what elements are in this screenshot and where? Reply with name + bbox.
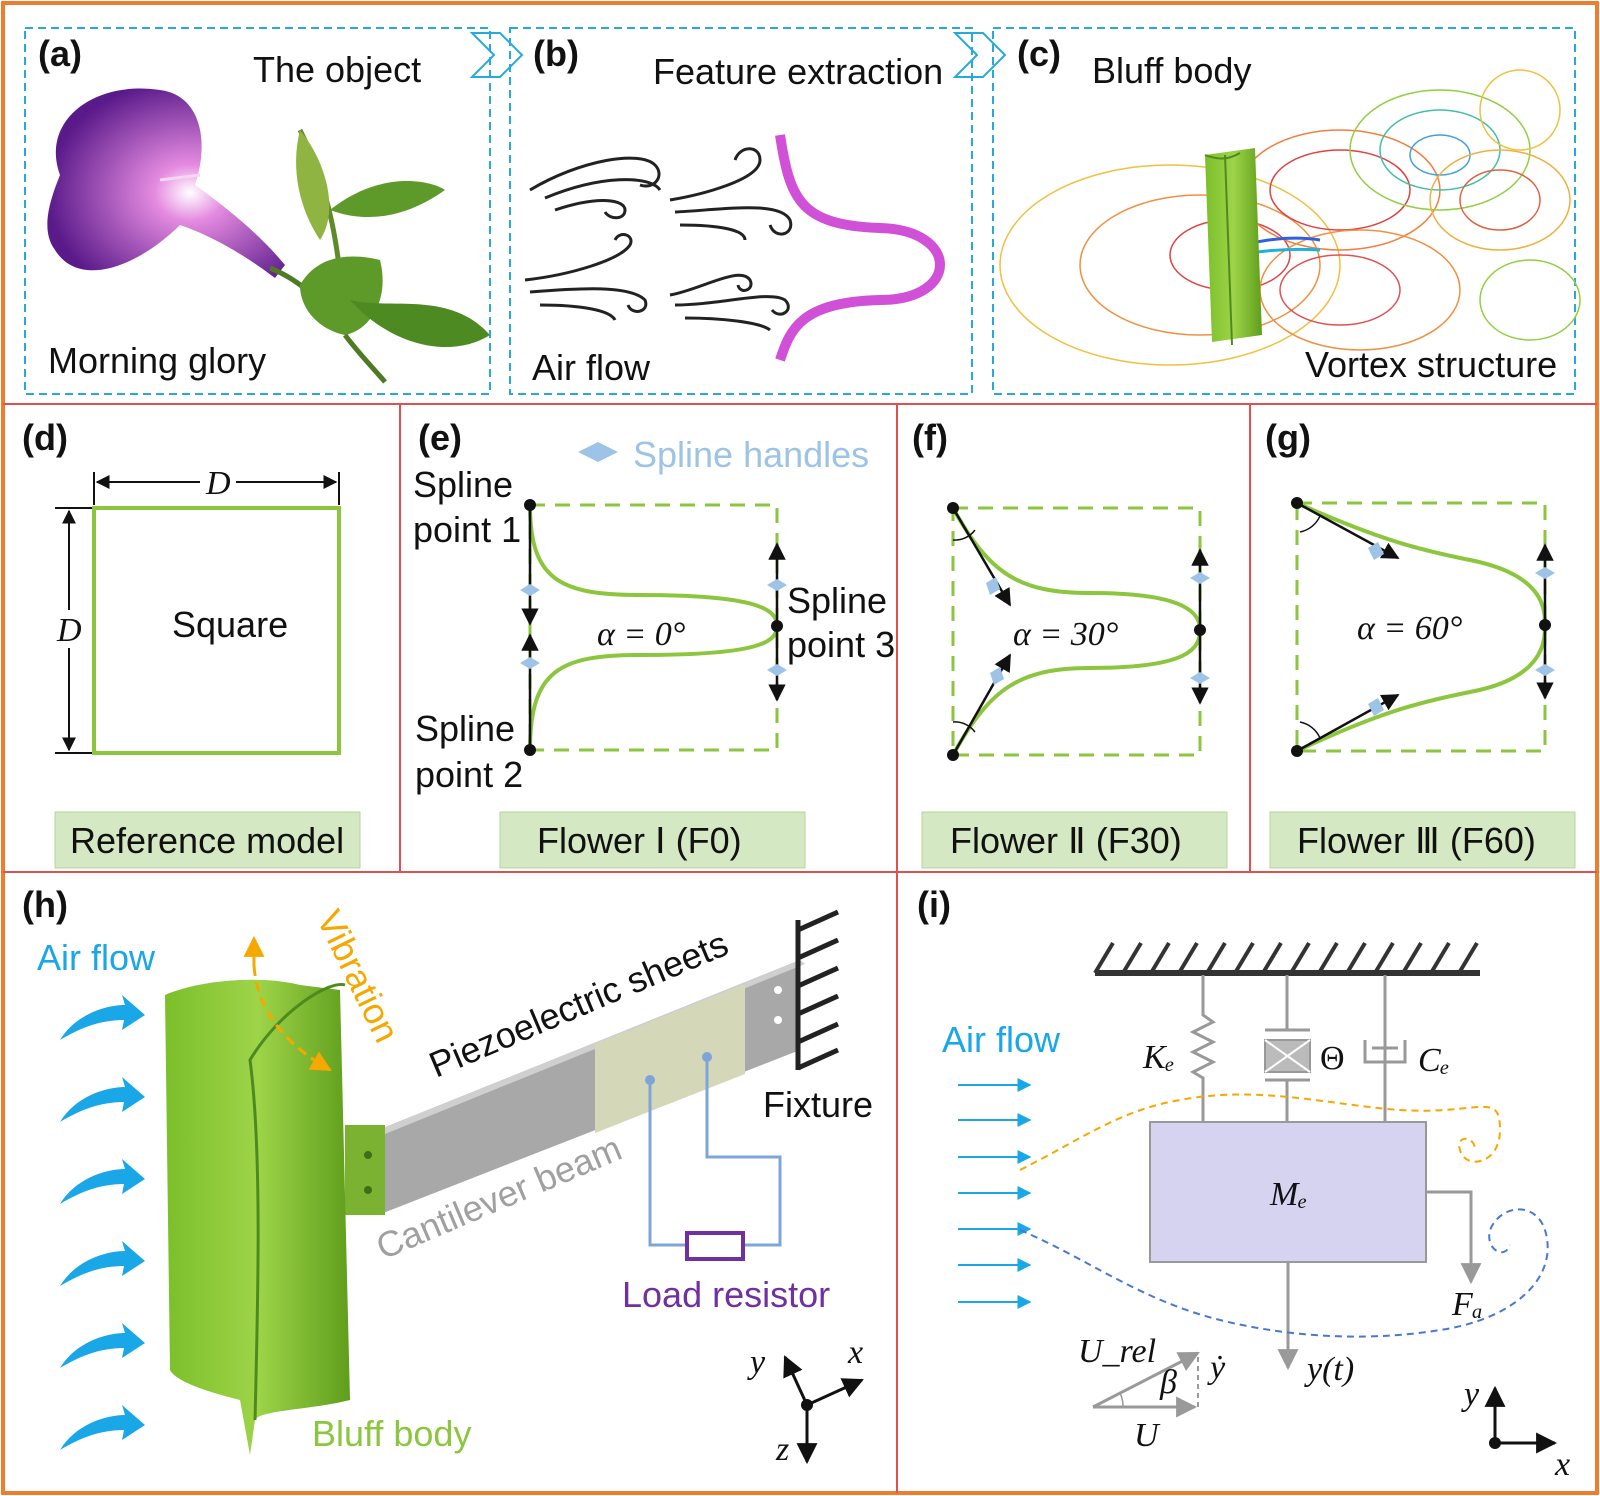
spring-icon: [1189, 975, 1217, 1122]
axis-y-h: y: [747, 1344, 766, 1381]
ground-icon: [1093, 941, 1480, 976]
bluff-body-3d: [1204, 148, 1262, 346]
bluff-body-label: Bluff body: [312, 1413, 471, 1454]
displacement-label: y(t): [1304, 1351, 1354, 1388]
resistor-label: Load resistor: [622, 1274, 830, 1315]
chevron-right-icon: [469, 32, 524, 78]
flower-2-label: Flower Ⅱ (F30): [950, 820, 1182, 861]
reference-model-label: Reference model: [70, 820, 344, 861]
damper-icon: [1363, 975, 1407, 1122]
spline-handles-legend: Spline handles: [633, 434, 869, 475]
square-label: Square: [172, 604, 288, 645]
spline-handle-legend-icon: [578, 442, 618, 462]
spline-point-2-line2: point 2: [415, 754, 523, 795]
freestream-label: U: [1134, 1417, 1161, 1454]
bluff-body-h: [165, 979, 385, 1455]
fixture-label: Fixture: [763, 1084, 873, 1125]
wake-upper: [1019, 1093, 1502, 1171]
panel-c-border: [992, 27, 1576, 395]
panel-b-tag: (b): [533, 33, 579, 74]
aero-force-label: Fₐ: [1451, 1286, 1483, 1323]
spline-point-3-line1: Spline: [787, 580, 887, 621]
flower-2-box: [921, 811, 1228, 869]
stiffness-label: Kₑ: [1142, 1039, 1175, 1076]
piezoelectric-sheet: [595, 984, 745, 1133]
chevron-right-icon: [952, 32, 1007, 78]
panel-f-tag: (f): [912, 417, 948, 458]
axis-x-h: x: [847, 1334, 863, 1371]
panel-b-caption: Air flow: [532, 347, 651, 388]
panel-e-tag: (e): [418, 417, 462, 458]
vortex-contours: [999, 69, 1581, 366]
panel-c-title: Bluff body: [1092, 50, 1251, 91]
damping-label: Cₑ: [1418, 1042, 1450, 1079]
airflow-label-h: Air flow: [37, 937, 156, 978]
panel-a: (a) The object Morning glory: [24, 27, 491, 395]
spline-point-2-line1: Spline: [415, 708, 515, 749]
vibration-arrow: [252, 965, 332, 1072]
axes-i: [1484, 1385, 1558, 1454]
flower-3-box: [1269, 811, 1576, 869]
velocity-ydot-label: ẏ: [1207, 1349, 1226, 1386]
panel-g-tag: (g): [1265, 417, 1311, 458]
velocity-triangle: [1092, 1351, 1200, 1418]
panel-h-tag: (h): [22, 884, 68, 925]
mass-label: Mₑ: [1269, 1176, 1307, 1213]
reference-model-box: [54, 811, 361, 869]
airflow-arrows: [60, 995, 145, 1450]
wake-lower: [1019, 1208, 1549, 1338]
panel-a-title: The object: [253, 49, 421, 90]
flower-1-box: [499, 811, 806, 869]
panel-c-tag: (c): [1017, 33, 1061, 74]
axes-h: [783, 1355, 864, 1465]
beta-label: β: [1159, 1364, 1177, 1401]
alpha-label-e: α = 0°: [597, 616, 686, 653]
dim-label-vertical: D: [56, 612, 82, 649]
alpha-label-f: α = 30°: [1013, 616, 1119, 653]
airflow-label-i: Air flow: [942, 1019, 1061, 1060]
panel-i-tag: (i): [917, 884, 951, 925]
panel-h: (h) Air flow Fixture: [22, 884, 873, 1468]
panel-a-caption: Morning glory: [48, 340, 266, 381]
panel-a-tag: (a): [38, 33, 82, 74]
panel-e: (e) Spline handles Spline point 1 Spline…: [413, 417, 895, 869]
panel-d-tag: (d): [22, 417, 68, 458]
dim-label-horizontal: D: [205, 465, 231, 502]
panel-f: (f) α = 30° Flower Ⅱ (F30): [912, 417, 1228, 869]
panel-c: (c) Bluff body Vortex structure: [992, 27, 1581, 395]
panel-d: (d) D D Square Reference model: [22, 417, 361, 869]
axis-y-i: y: [1461, 1376, 1480, 1413]
flower-3-label: Flower Ⅲ (F60): [1297, 820, 1536, 861]
bounding-box-e: [528, 503, 779, 752]
axis-z-h: z: [775, 1431, 789, 1468]
spline-point-1-line2: point 1: [413, 509, 521, 550]
bounding-box-f: [951, 506, 1202, 757]
flower-1-label: Flower Ⅰ (F0): [537, 820, 742, 861]
spline-point-1-line1: Spline: [413, 464, 513, 505]
square-shape: [92, 506, 341, 755]
resistor-icon: [685, 1231, 745, 1261]
panel-g: (g) α = 60° Flower Ⅲ (F60): [1265, 417, 1576, 869]
circuit-wires: [648, 1057, 782, 1247]
relative-velocity-label: U_rel: [1078, 1333, 1156, 1370]
spline-point-3-line2: point 3: [787, 624, 895, 665]
axis-x-i: x: [1554, 1446, 1570, 1483]
fixture-icon: [795, 909, 840, 1071]
wind-swirl-icon: [524, 147, 793, 332]
flower-profile-curve: [775, 134, 945, 362]
panel-b-border: [509, 27, 973, 395]
panel-i: (i): [917, 884, 1570, 1483]
flow-arrows-i: [958, 1078, 1032, 1309]
panel-c-caption: Vortex structure: [1305, 344, 1557, 385]
mass-block: [1149, 1121, 1427, 1263]
panel-b: (b) Feature extraction Air flow: [509, 27, 973, 395]
alpha-label-g: α = 60°: [1357, 610, 1463, 647]
panel-b-title: Feature extraction: [653, 51, 943, 92]
coupling-icon: [1264, 975, 1311, 1122]
coupling-label: Θ: [1320, 1040, 1345, 1077]
morning-glory-icon: [47, 88, 490, 384]
